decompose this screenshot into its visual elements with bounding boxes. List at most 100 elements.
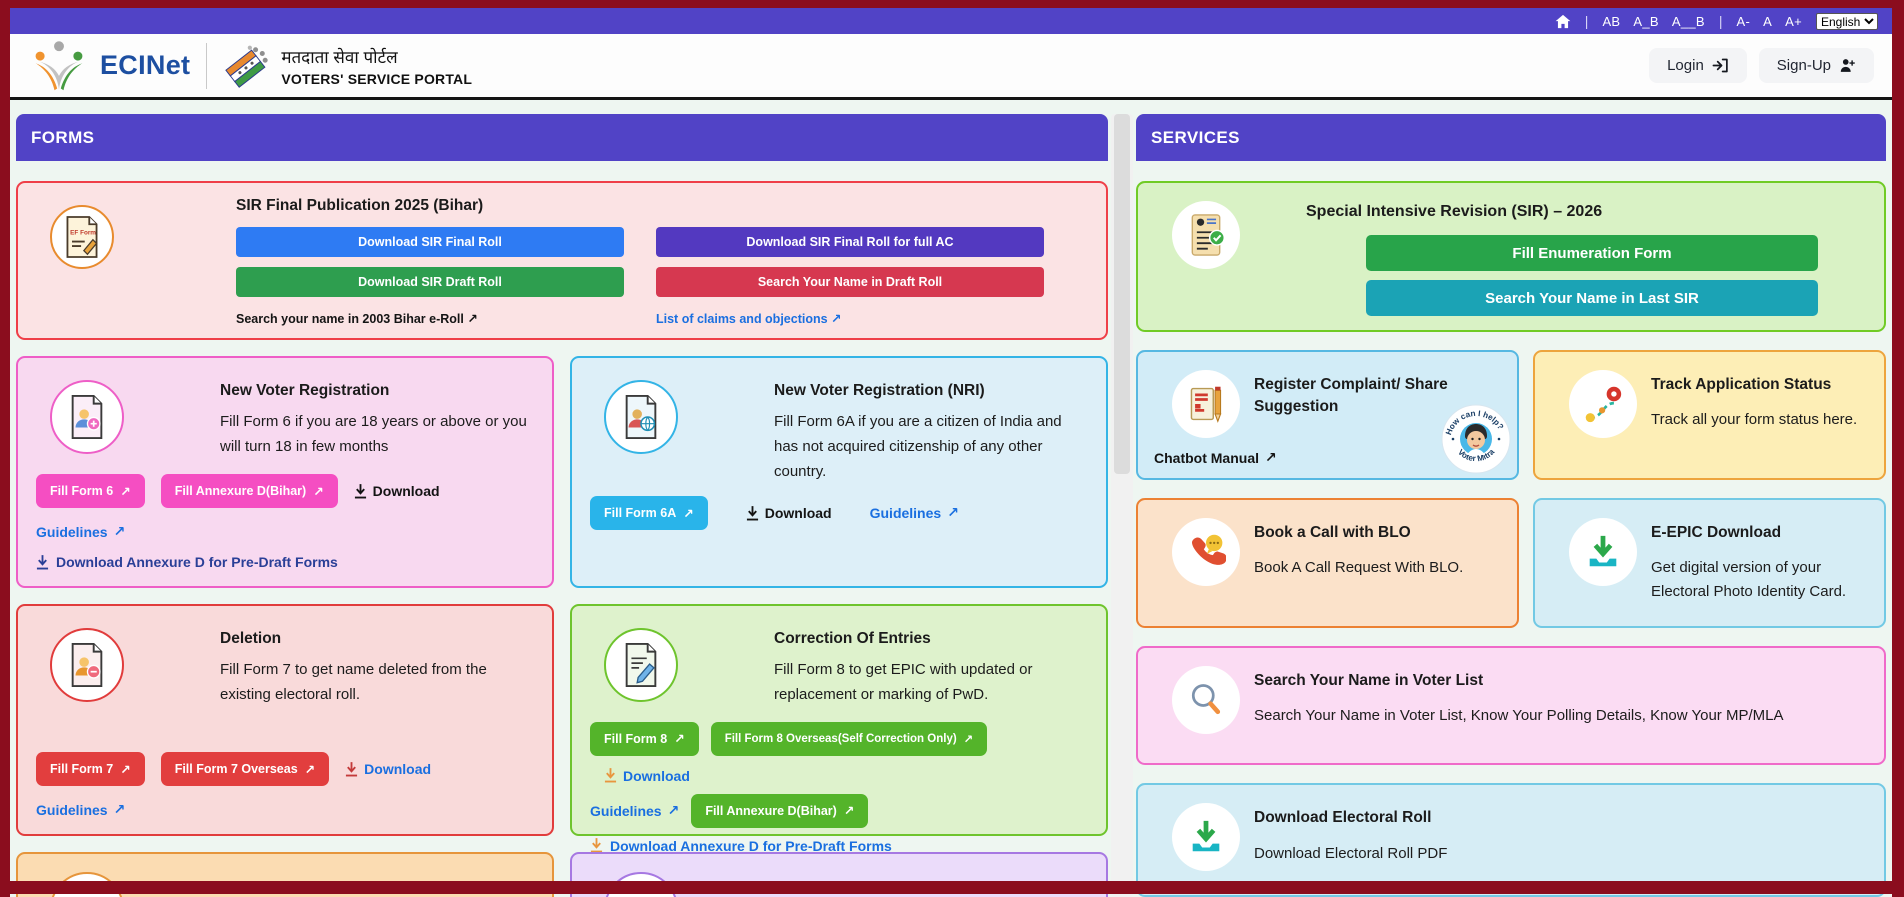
font-size-normal[interactable]: A [1763,13,1773,29]
portal-title-hindi: मतदाता सेवा पोर्टल [281,47,398,67]
card-description: Get digital version of your Electoral Ph… [1651,559,1847,601]
card-title: Download Electoral Roll [1254,809,1432,827]
search-icon [1172,666,1240,734]
fill-annexure-d-bihar-button[interactable]: Fill Annexure D(Bihar)↗ [160,474,338,508]
search-name-last-sir-button[interactable]: Search Your Name in Last SIR [1366,280,1818,316]
phone-call-icon [1172,518,1240,586]
font-size-decrease[interactable]: A- [1736,13,1751,29]
guidelines-form-7-link[interactable]: Guidelines ↗ [36,802,126,818]
card-register-complaint: Register Complaint/ Share Suggestion Cha… [1136,350,1519,480]
eci-flag-logo-icon [223,43,269,89]
fill-form-6-button[interactable]: Fill Form 6↗ [36,474,145,508]
card-track-application-status: Track Application Status Track all your … [1533,350,1886,480]
card-eepic-download: E-EPIC Download Get digital version of y… [1533,498,1886,628]
card-title: Deletion [220,630,282,647]
services-section-header: SERVICES [1136,114,1886,161]
link-claims-objections[interactable]: List of claims and objections ↗ [656,311,842,326]
external-link-icon: ↗ [667,802,680,819]
external-link-icon: ↗ [683,505,694,521]
link-2003-bihar-eroll[interactable]: Search your name in 2003 Bihar e-Roll ↗ [236,311,478,326]
download-sir-final-roll-button[interactable]: Download SIR Final Roll [236,227,624,257]
svg-text:EF Form: EF Form [70,229,96,236]
scrollbar-thumb[interactable] [1114,114,1130,475]
fill-enumeration-form-button[interactable]: Fill Enumeration Form [1366,235,1818,271]
card-description: Fill Form 6 if you are 18 years or above… [220,413,527,455]
signup-button[interactable]: Sign-Up [1758,48,1874,83]
fill-annexure-d-bihar-form8-button[interactable]: Fill Annexure D(Bihar)↗ [691,793,869,828]
card-title: New Voter Registration (NRI) [774,382,985,399]
sir-2026-icon [1172,201,1240,269]
topbar-divider: | [1718,13,1723,29]
card-title: New Voter Registration [220,382,390,399]
download-roll-icon [1172,803,1240,872]
fill-form-7-button[interactable]: Fill Form 7↗ [36,752,145,786]
guidelines-form-6a-link[interactable]: Guidelines ↗ [869,505,959,521]
card-sir-2026: Special Intensive Revision (SIR) – 2026 … [1136,181,1886,332]
download-sir-final-roll-full-ac-button[interactable]: Download SIR Final Roll for full AC [656,227,1044,257]
guidelines-form-8-link[interactable]: Guidelines ↗ [590,802,680,819]
page-viewport: | AB A_B A__B | A- A A+ English [10,8,1892,897]
correction-icon [604,628,678,702]
card-description: Download Electoral Roll PDF [1254,844,1448,862]
login-icon [1712,58,1728,73]
card-title: E-EPIC Download [1651,524,1782,541]
language-select[interactable]: English [1816,12,1878,30]
download-form-6a-link[interactable]: Download [746,505,832,521]
external-link-icon: ↗ [120,761,131,777]
download-icon [590,838,603,853]
card-correction-of-entries: Correction Of Entries Fill Form 8 to get… [570,604,1108,854]
external-link-icon: ↗ [467,311,478,326]
nri-registration-icon [604,380,678,454]
guidelines-form-6-link[interactable]: Guidelines ↗ [36,524,126,540]
card-description: Fill Form 7 to get name deleted from the… [220,661,487,703]
forms-scrollbar[interactable] [1111,114,1133,897]
card-title: Special Intensive Revision (SIR) – 2026 [1306,203,1603,220]
download-icon [346,761,358,776]
card-title: SIR Final Publication 2025 (Bihar) [236,197,484,214]
topbar-divider: | [1584,13,1589,29]
ecinet-logo-icon [30,39,88,93]
font-style-default[interactable]: AB [1602,13,1621,29]
voter-registration-icon [50,380,124,454]
login-button[interactable]: Login [1649,48,1747,83]
brand-name[interactable]: ECINet [100,50,191,80]
fill-form-6a-button[interactable]: Fill Form 6A↗ [590,496,708,530]
card-title: Track Application Status [1651,376,1832,393]
site-header: ECINet मतदाता सेवा पोर्टल VOTERS' SERVIC… [10,34,1892,100]
ef-form-icon: EF Form [50,205,114,269]
bottom-frame-band [0,881,1904,894]
font-size-increase[interactable]: A+ [1785,13,1802,29]
download-annexure-d-predraft-link[interactable]: Download Annexure D for Pre-Draft Forms [36,554,534,570]
card-description: Fill Form 6A if you are a citizen of Ind… [774,413,1062,480]
download-form-8-link[interactable]: Download [604,768,690,784]
chatbot-manual-link[interactable]: Chatbot Manual ↗ [1154,450,1277,466]
card-description: Fill Form 8 to get EPIC with updated or … [774,661,1033,703]
home-icon[interactable] [1555,14,1571,29]
card-description: Search Your Name in Voter List, Know You… [1254,707,1784,725]
header-divider [206,42,208,89]
voter-mitra-chatbot-button[interactable]: How can I help? Voter Mitra [1441,404,1511,474]
font-style-double-underline[interactable]: A__B [1671,13,1705,29]
accessibility-topbar: | AB A_B A__B | A- A A+ English [10,8,1892,34]
font-style-underline[interactable]: A_B [1633,13,1659,29]
fill-form-7-overseas-button[interactable]: Fill Form 7 Overseas↗ [160,752,330,786]
deletion-icon [50,628,124,702]
fill-form-8-overseas-button[interactable]: Fill Form 8 Overseas(Self Correction Onl… [710,721,988,756]
external-link-icon: ↗ [304,761,316,777]
external-link-icon: ↗ [674,731,685,746]
download-form-7-link[interactable]: Download [345,761,431,777]
external-link-icon: ↗ [113,524,126,540]
card-title: Book a Call with BLO [1254,524,1411,541]
main-content: FORMS EF Form SIR Final Publication 2025… [10,100,1892,897]
download-annexure-d-predraft-link[interactable]: Download Annexure D for Pre-Draft Forms [590,838,1088,854]
download-form-6-link[interactable]: Download [354,483,440,499]
card-title: Search Your Name in Voter List [1254,672,1484,689]
fill-form-8-button[interactable]: Fill Form 8↗ [590,721,699,756]
card-search-voter-list: Search Your Name in Voter List Search Yo… [1136,646,1886,766]
external-link-icon: ↗ [1265,450,1277,466]
external-link-icon: ↗ [947,505,959,521]
external-link-icon: ↗ [313,483,324,499]
portal-title-english: VOTERS' SERVICE PORTAL [281,70,473,87]
search-name-draft-roll-button[interactable]: Search Your Name in Draft Roll [656,267,1044,297]
download-sir-draft-roll-button[interactable]: Download SIR Draft Roll [236,267,624,297]
